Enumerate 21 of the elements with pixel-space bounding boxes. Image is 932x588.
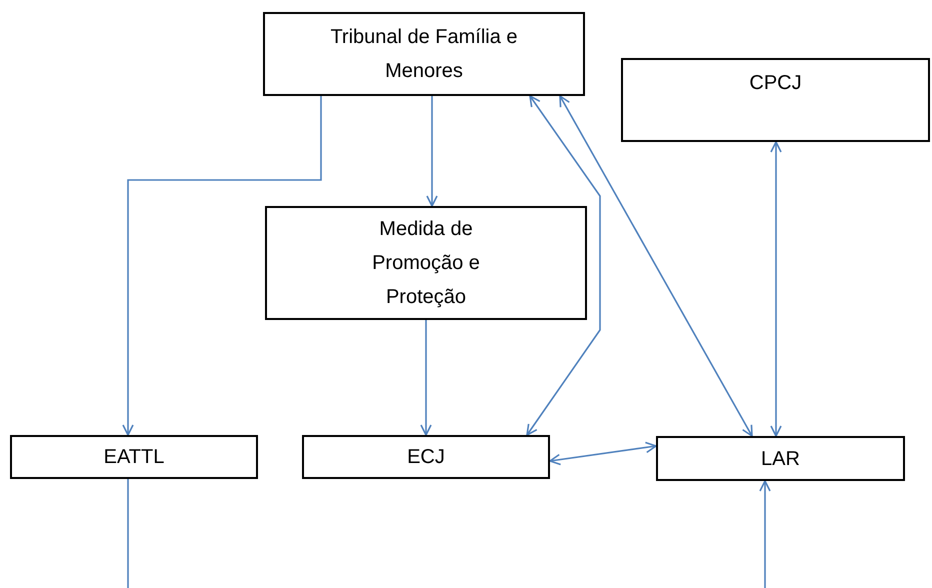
box-label: EATTL [102,445,166,470]
box-label: Tribunal de Família e Menores [329,25,519,84]
process-box [302,435,550,479]
process-box [656,436,905,481]
arrow [122,96,322,436]
arrow [559,95,753,437]
process-box [265,206,587,320]
arrow [420,320,432,436]
arrow [759,480,771,588]
process-box [263,12,585,96]
connector-line [127,479,129,588]
arrow [549,442,657,466]
box-label: LAR [760,446,801,472]
arrow [526,95,601,436]
process-box [10,435,258,479]
arrow [426,96,438,207]
box-label: CPCJ [748,71,803,96]
arrow [770,141,782,437]
box-label: ECJ [406,445,446,470]
box-label: Medida de Promoção e Proteção [371,217,481,310]
process-box [621,58,930,142]
